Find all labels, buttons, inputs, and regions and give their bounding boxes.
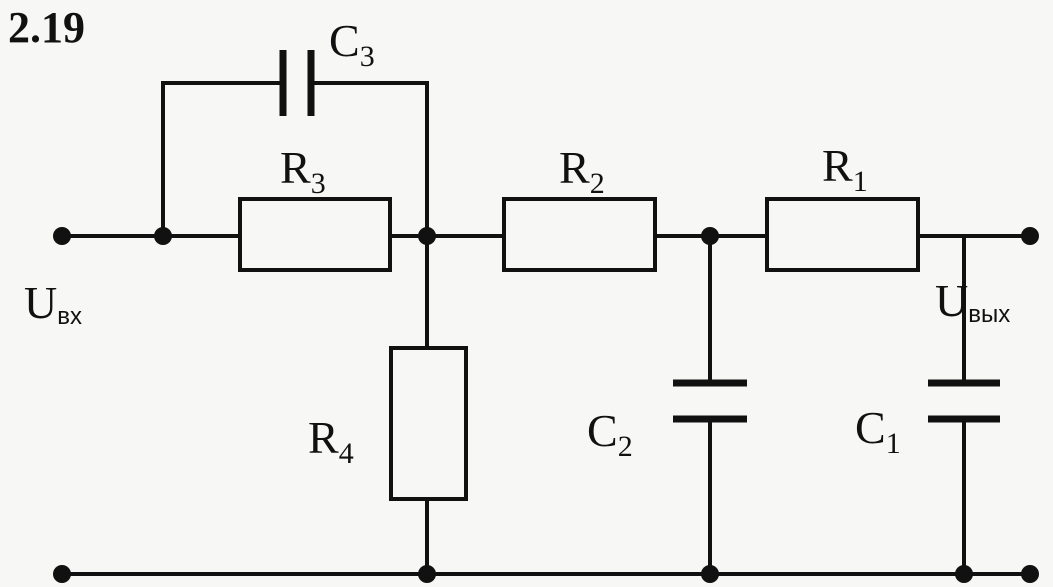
problem-number: 2.19 bbox=[8, 3, 85, 52]
label-c2: C2 bbox=[587, 405, 633, 463]
resistor-r1 bbox=[765, 197, 920, 272]
input-terminal-bottom bbox=[53, 565, 71, 583]
label-r2: R2 bbox=[559, 142, 605, 200]
label-r4: R4 bbox=[308, 412, 354, 470]
junction-c3-left bbox=[154, 227, 172, 245]
junction-ground-c1 bbox=[955, 565, 973, 583]
junction-r3-r2 bbox=[418, 227, 436, 245]
input-terminal-top bbox=[53, 227, 71, 245]
label-output-voltage: Uвых bbox=[935, 275, 1011, 328]
label-r1: R1 bbox=[822, 140, 868, 198]
label-r3: R3 bbox=[280, 142, 326, 200]
junction-ground-c2 bbox=[701, 565, 719, 583]
label-c3: C3 bbox=[329, 15, 375, 73]
resistor-r2 bbox=[502, 197, 657, 272]
label-input-voltage: Uвх bbox=[24, 277, 82, 330]
resistor-r3 bbox=[238, 197, 392, 272]
junction-r2-r1 bbox=[701, 227, 719, 245]
resistor-r4 bbox=[389, 346, 468, 501]
output-terminal-bottom bbox=[1021, 565, 1039, 583]
output-terminal-top bbox=[1021, 227, 1039, 245]
junction-ground-r4 bbox=[418, 565, 436, 583]
label-c1: C1 bbox=[855, 402, 901, 460]
